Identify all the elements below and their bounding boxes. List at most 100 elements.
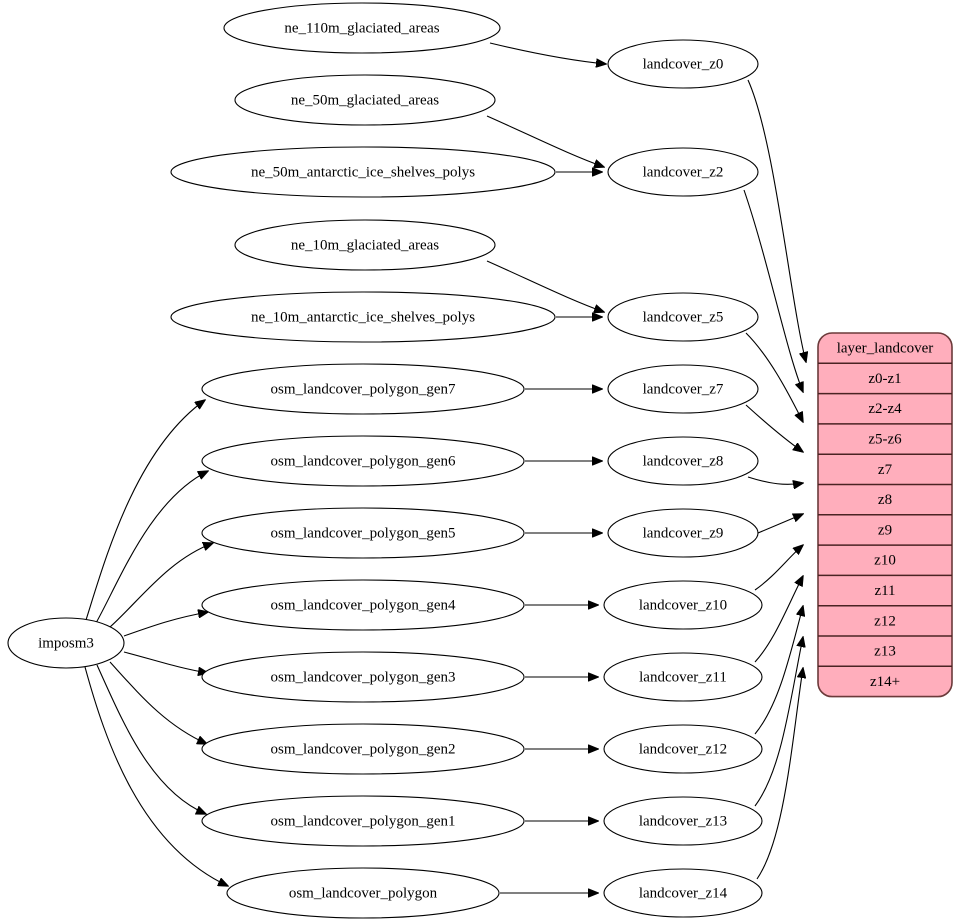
node-label: osm_landcover_polygon_gen3 xyxy=(271,669,456,685)
edge-landcover_z8-to-row_z8 xyxy=(747,476,803,484)
node-label: ne_10m_antarctic_ice_shelves_polys xyxy=(251,309,475,325)
record-row-z10[interactable]: z10 xyxy=(818,545,952,575)
record-row-label: z8 xyxy=(878,492,892,508)
edge-imposm3-to-osm_landcover_polygon_gen2 xyxy=(109,661,207,744)
record-row-z12[interactable]: z12 xyxy=(818,606,952,636)
source-node-ne_50m_antarctic_ice_shelves_polys[interactable]: ne_50m_antarctic_ice_shelves_polys xyxy=(170,146,556,198)
node-label: osm_landcover_polygon xyxy=(289,885,438,901)
node-label: landcover_z5 xyxy=(643,309,724,325)
record-row-z8[interactable]: z8 xyxy=(818,485,952,515)
edge-ne_110m_glaciated_areas-to-landcover_z0 xyxy=(489,42,606,64)
node-label: osm_landcover_polygon_gen1 xyxy=(271,813,456,829)
record-row-label: z2-z4 xyxy=(868,401,902,417)
edge-imposm3-to-osm_landcover_polygon_gen4 xyxy=(123,612,208,637)
edges-group xyxy=(84,42,806,893)
ellipse-shape xyxy=(607,39,759,89)
ellipse-shape xyxy=(170,291,556,343)
record-row-z11[interactable]: z11 xyxy=(818,575,952,605)
source-node-imposm3[interactable]: imposm3 xyxy=(7,617,125,669)
record-row-label: z9 xyxy=(878,522,892,538)
ellipse-shape xyxy=(201,651,525,703)
source-node-ne_110m_glaciated_areas[interactable]: ne_110m_glaciated_areas xyxy=(223,2,501,54)
layer-node-landcover_z10[interactable]: landcover_z10 xyxy=(603,580,763,630)
ellipse-shape xyxy=(201,507,525,559)
record-row-z14+[interactable]: z14+ xyxy=(818,666,952,696)
ellipse-shape xyxy=(226,867,500,919)
node-label: landcover_z2 xyxy=(643,164,724,180)
node-label: landcover_z11 xyxy=(639,669,727,685)
edge-landcover_z0-to-row_z0-z1 xyxy=(747,79,806,362)
record-row-z13[interactable]: z13 xyxy=(818,636,952,666)
ellipse-shape xyxy=(201,363,525,415)
layer-node-landcover_z13[interactable]: landcover_z13 xyxy=(603,796,763,846)
edge-ne_50m_glaciated_areas-to-landcover_z2 xyxy=(486,115,604,167)
node-label: osm_landcover_polygon_gen6 xyxy=(271,453,456,469)
source-node-osm_landcover_polygon_gen3[interactable]: osm_landcover_polygon_gen3 xyxy=(201,651,525,703)
record-row-label: z11 xyxy=(874,583,895,599)
record-row-z0-z1[interactable]: z0-z1 xyxy=(818,363,952,393)
node-label: osm_landcover_polygon_gen7 xyxy=(271,381,456,397)
edge-imposm3-to-osm_landcover_polygon_gen1 xyxy=(96,664,206,814)
layer-node-landcover_z12[interactable]: landcover_z12 xyxy=(603,724,763,774)
source-node-osm_landcover_polygon_gen6[interactable]: osm_landcover_polygon_gen6 xyxy=(201,435,525,487)
record-row-label: z7 xyxy=(878,462,893,478)
edge-imposm3-to-osm_landcover_polygon_gen6 xyxy=(95,471,208,624)
layer-node-landcover_z11[interactable]: landcover_z11 xyxy=(603,652,763,702)
record-row-z2-z4[interactable]: z2-z4 xyxy=(818,394,952,424)
layer-node-landcover_z5[interactable]: landcover_z5 xyxy=(607,292,759,342)
record-row-label: z12 xyxy=(874,613,896,629)
ellipse-shape xyxy=(603,724,763,774)
record-row-label: z13 xyxy=(874,644,896,660)
node-label: landcover_z10 xyxy=(639,597,727,613)
node-label: imposm3 xyxy=(38,635,94,651)
edge-imposm3-to-osm_landcover_polygon_gen5 xyxy=(109,543,213,628)
ellipse-shape xyxy=(234,74,496,126)
edge-landcover_z9-to-row_z9 xyxy=(757,514,803,534)
record-row-z9[interactable]: z9 xyxy=(818,515,952,545)
record-node-layer_landcover[interactable]: layer_landcover z0-z1 z2-z4 z5-z6 z7 z8 z9 z10 z… xyxy=(817,332,953,698)
edge-landcover_z10-to-row_z10 xyxy=(754,545,803,591)
record-row-label: z0-z1 xyxy=(868,371,901,387)
node-label: ne_50m_antarctic_ice_shelves_polys xyxy=(251,164,475,180)
record-row-label: z14+ xyxy=(870,674,900,690)
edge-landcover_z5-to-row_z5-z6 xyxy=(745,332,803,422)
source-node-ne_10m_glaciated_areas[interactable]: ne_10m_glaciated_areas xyxy=(234,219,496,271)
record-header-label: layer_landcover xyxy=(837,341,934,357)
edge-landcover_z11-to-row_z11 xyxy=(754,576,803,663)
source-node-osm_landcover_polygon_gen2[interactable]: osm_landcover_polygon_gen2 xyxy=(201,723,525,775)
node-label: landcover_z14 xyxy=(639,885,728,901)
ellipse-shape xyxy=(607,292,759,342)
ellipse-shape xyxy=(201,795,525,847)
record-row-z5-z6[interactable]: z5-z6 xyxy=(818,424,952,454)
ellipse-shape xyxy=(607,147,759,197)
layer-node-landcover_z7[interactable]: landcover_z7 xyxy=(607,364,759,414)
node-label: landcover_z7 xyxy=(643,381,724,397)
edge-landcover_z12-to-row_z12 xyxy=(754,606,803,735)
source-node-osm_landcover_polygon[interactable]: osm_landcover_polygon xyxy=(226,867,500,919)
ellipse-shape xyxy=(607,364,759,414)
source-node-osm_landcover_polygon_gen4[interactable]: osm_landcover_polygon_gen4 xyxy=(201,579,525,631)
layer-node-landcover_z0[interactable]: landcover_z0 xyxy=(607,39,759,89)
nodes-group: imposm3 ne_110m_glaciated_areas ne_50m_gla… xyxy=(7,2,763,919)
layer-node-landcover_z8[interactable]: landcover_z8 xyxy=(607,436,759,486)
record-row-z7[interactable]: z7 xyxy=(818,454,952,484)
edge-landcover_z14-to-row_z14+ xyxy=(756,668,803,880)
node-label: landcover_z12 xyxy=(639,741,727,757)
ellipse-shape xyxy=(607,436,759,486)
layer-node-landcover_z14[interactable]: landcover_z14 xyxy=(603,868,763,918)
node-label: ne_10m_glaciated_areas xyxy=(291,237,439,253)
source-node-ne_10m_antarctic_ice_shelves_polys[interactable]: ne_10m_antarctic_ice_shelves_polys xyxy=(170,291,556,343)
edge-landcover_z13-to-row_z13 xyxy=(754,637,803,807)
ellipse-shape xyxy=(201,723,525,775)
source-node-osm_landcover_polygon_gen1[interactable]: osm_landcover_polygon_gen1 xyxy=(201,795,525,847)
source-node-osm_landcover_polygon_gen7[interactable]: osm_landcover_polygon_gen7 xyxy=(201,363,525,415)
ellipse-shape xyxy=(7,617,125,669)
node-label: landcover_z0 xyxy=(643,56,724,72)
source-node-osm_landcover_polygon_gen5[interactable]: osm_landcover_polygon_gen5 xyxy=(201,507,525,559)
layer-node-landcover_z2[interactable]: landcover_z2 xyxy=(607,147,759,197)
record-row-label: z10 xyxy=(874,553,896,569)
layer-node-landcover_z9[interactable]: landcover_z9 xyxy=(607,508,759,558)
node-label: osm_landcover_polygon_gen2 xyxy=(271,741,456,757)
source-node-ne_50m_glaciated_areas[interactable]: ne_50m_glaciated_areas xyxy=(234,74,496,126)
